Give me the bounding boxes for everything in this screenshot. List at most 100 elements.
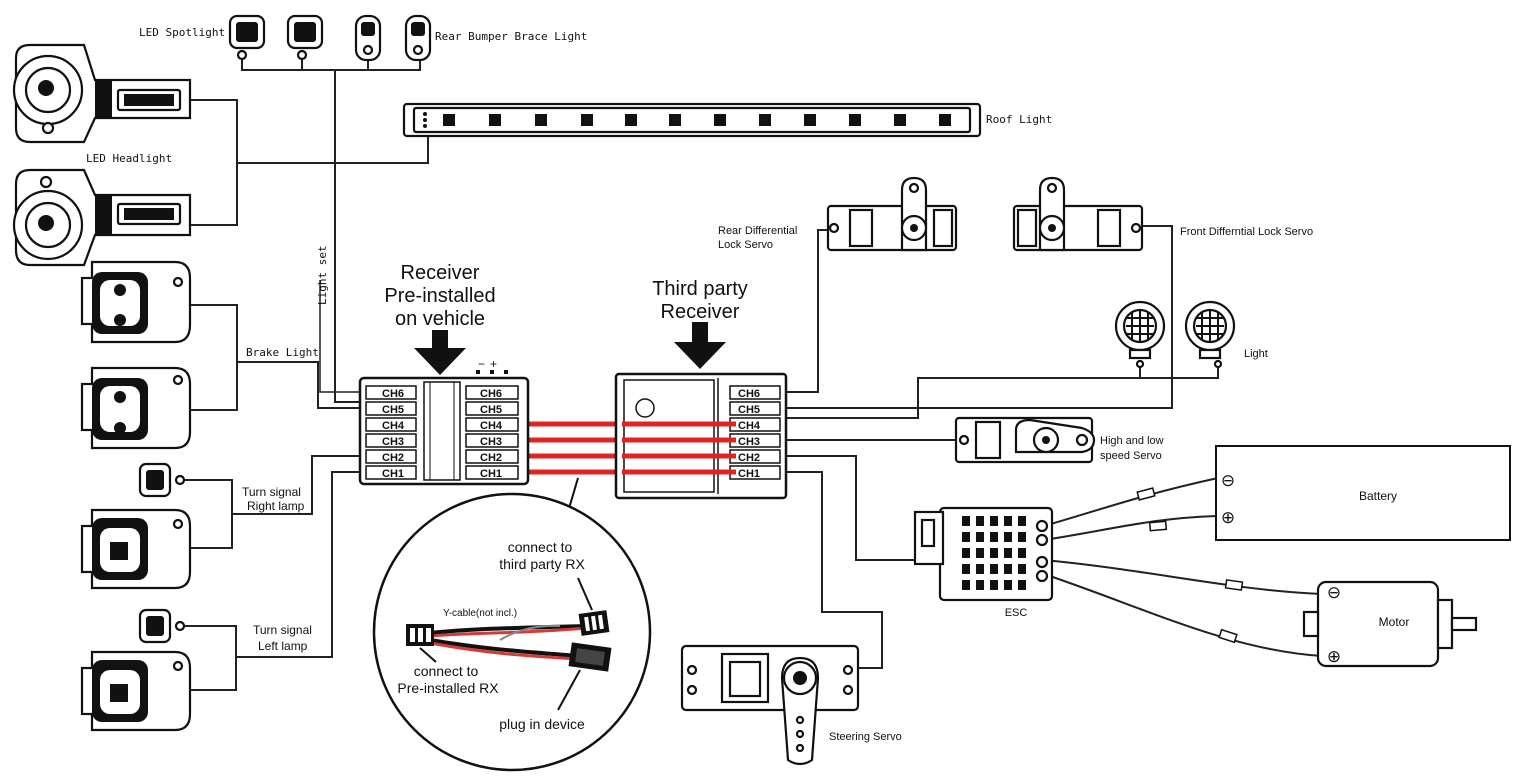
motor-label: Motor <box>1379 615 1410 629</box>
third-party-arrow-icon <box>674 322 726 369</box>
turn-signal-left-small-icon <box>138 608 186 644</box>
receiver-title-2: Pre-installed <box>384 285 495 307</box>
steering-servo-label: Steering Servo <box>829 731 902 743</box>
svg-text:CH1: CH1 <box>382 468 404 480</box>
rear-bumper-light-1-icon <box>354 14 382 62</box>
receiver-title-3: on vehicle <box>395 308 485 330</box>
receiver-arrow-icon <box>414 330 466 375</box>
svg-text:CH4: CH4 <box>382 420 405 432</box>
third-party-title-1: Third party <box>652 278 748 300</box>
polarity-plus: + <box>490 357 497 371</box>
rx-right-ch6: CH6 <box>465 385 519 400</box>
roof-light-label: Roof Light <box>986 113 1052 126</box>
rx-right-ch2: CH2 <box>465 449 519 464</box>
rear-bumper-brace-light-label: Rear Bumper Brace Light <box>435 30 587 43</box>
brake-light-top-icon <box>80 260 192 344</box>
battery-minus-terminal: ⊖ <box>1221 471 1235 490</box>
inset-plug-device: plug in device <box>499 716 585 732</box>
receiver-third-party: CH6 CH5 CH4 CH3 CH2 CH1 <box>614 372 788 500</box>
rx-left-ch4: CH4 <box>365 417 417 432</box>
rear-diff-lock-servo-icon <box>826 176 958 252</box>
high-low-label-1: High and low <box>1100 435 1164 447</box>
light-right-icon <box>1184 300 1236 369</box>
inset-connect-third-2: third party RX <box>499 556 585 572</box>
esc-label: ESC <box>1005 607 1028 619</box>
front-diff-lock-servo-icon <box>1012 176 1144 252</box>
esc-icon <box>913 506 1054 602</box>
battery-label: Battery <box>1359 489 1397 503</box>
headlight-bottom-icon <box>12 168 192 267</box>
rx-left-ch1: CH1 <box>365 465 417 480</box>
inset-connect-pre-1: connect to <box>414 663 479 679</box>
svg-text:CH4: CH4 <box>738 420 761 432</box>
rx-left-ch2: CH2 <box>365 449 417 464</box>
high-low-label-2: speed Servo <box>1100 450 1162 462</box>
led-spotlight-label: LED Spotlight <box>139 26 225 39</box>
rx-right-ch5: CH5 <box>465 401 519 416</box>
turn-signal-right-small-icon <box>138 462 186 498</box>
third-party-title-2: Receiver <box>661 301 740 323</box>
svg-text:CH5: CH5 <box>382 404 404 416</box>
svg-text:CH4: CH4 <box>480 420 503 432</box>
light-set-label: Light set <box>316 245 329 305</box>
rx-right-ch1: CH1 <box>465 465 519 480</box>
receiver-title-1: Receiver <box>401 262 480 284</box>
turn-signal-right-label-1: Turn signal <box>242 485 301 499</box>
rx-right-ch4: CH4 <box>465 417 519 432</box>
brake-light-bottom-icon <box>80 366 192 450</box>
battery-plus-terminal: ⊕ <box>1221 508 1235 527</box>
y-cable-inset <box>372 492 652 772</box>
light-label: Light <box>1244 348 1268 360</box>
tp-ch4: CH4 <box>729 417 781 432</box>
svg-text:CH2: CH2 <box>480 452 502 464</box>
polarity-minus: − <box>478 357 485 371</box>
rx-left-ch6: CH6 <box>365 385 417 400</box>
spotlight-1-icon <box>228 14 266 61</box>
inset-y-cable-label: Y-cable(not incl.) <box>443 608 517 619</box>
motor-plus-terminal: ⊕ <box>1327 647 1341 666</box>
turn-signal-left-label-1: Turn signal <box>253 623 312 637</box>
light-left-icon <box>1114 300 1166 369</box>
high-low-speed-servo-icon <box>954 416 1096 464</box>
front-diff-label: Front Differntial Lock Servo <box>1180 226 1313 238</box>
led-headlight-label: LED Headlight <box>86 152 172 165</box>
steering-servo-icon <box>680 644 860 766</box>
tp-ch2: CH2 <box>729 449 781 464</box>
battery-icon <box>1215 445 1511 541</box>
tp-ch5: CH5 <box>729 401 781 416</box>
svg-text:CH3: CH3 <box>382 436 404 448</box>
roof-light-icon <box>402 102 982 138</box>
spotlight-2-icon <box>286 14 324 61</box>
svg-text:CH5: CH5 <box>738 404 760 416</box>
receiver-preinstalled: CH6 CH5 CH4 CH3 CH2 CH1 CH6 CH5 CH4 CH3 … <box>358 376 530 486</box>
svg-text:CH6: CH6 <box>382 388 404 400</box>
svg-text:CH3: CH3 <box>480 436 502 448</box>
tp-ch3: CH3 <box>729 433 781 448</box>
rear-diff-label-1: Rear Differential <box>718 225 797 237</box>
svg-text:CH5: CH5 <box>480 404 502 416</box>
turn-signal-left-lamp-icon <box>80 650 192 732</box>
svg-text:CH6: CH6 <box>480 388 502 400</box>
svg-text:CH3: CH3 <box>738 436 760 448</box>
tp-ch6: CH6 <box>729 385 781 400</box>
turn-signal-right-lamp-icon <box>80 508 192 590</box>
rx-right-ch3: CH3 <box>465 433 519 448</box>
svg-text:CH1: CH1 <box>480 468 502 480</box>
inset-connect-pre-2: Pre-installed RX <box>397 680 499 696</box>
led-spotlights <box>228 14 432 62</box>
svg-text:CH2: CH2 <box>738 452 760 464</box>
motor-minus-terminal: ⊖ <box>1327 583 1341 602</box>
headlight-top-icon <box>12 43 192 144</box>
turn-signal-right-label-2: Right lamp <box>247 499 305 513</box>
rear-diff-label-2: Lock Servo <box>718 239 773 251</box>
inset-connect-third-1: connect to <box>508 539 573 555</box>
rear-bumper-light-2-icon <box>404 14 432 62</box>
turn-signal-left-label-2: Left lamp <box>258 639 308 653</box>
brake-light-label: Brake Light <box>246 346 319 359</box>
svg-text:CH6: CH6 <box>738 388 760 400</box>
tp-ch1: CH1 <box>729 465 781 480</box>
svg-text:CH2: CH2 <box>382 452 404 464</box>
wiring <box>180 55 1323 691</box>
svg-text:CH1: CH1 <box>738 468 760 480</box>
